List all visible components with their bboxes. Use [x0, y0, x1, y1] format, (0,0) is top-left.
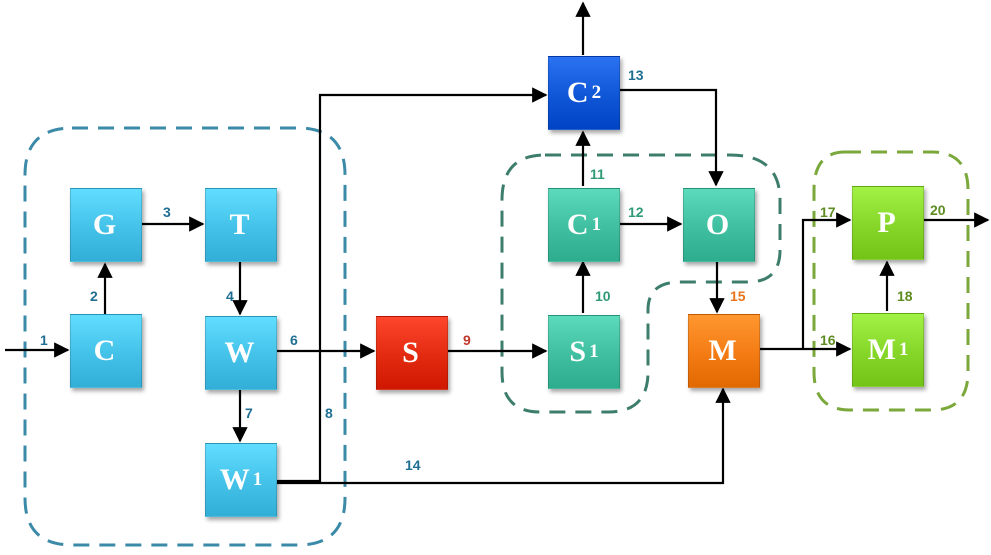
block-m: M	[688, 314, 760, 388]
block-g: G	[70, 188, 142, 262]
stream-label-8: 8	[325, 405, 333, 421]
stream-13-arrow	[620, 88, 724, 187]
block-g-label: G	[92, 208, 117, 241]
block-p-label: P	[877, 206, 896, 239]
block-m-label: M	[708, 334, 737, 367]
block-s-label: S	[402, 336, 419, 369]
stream-label-12: 12	[628, 204, 644, 220]
block-w1-sub: 1	[252, 469, 263, 490]
block-w1-label: W	[219, 463, 250, 496]
block-o-label: O	[705, 208, 730, 241]
stream-label-11: 11	[590, 166, 605, 182]
block-c1-sub: 1	[591, 214, 602, 235]
block-c: C	[70, 314, 142, 388]
stream-label-15: 15	[730, 288, 746, 304]
stream-label-6: 6	[290, 332, 298, 348]
stream-label-4: 4	[226, 288, 234, 304]
stream-label-13: 13	[628, 67, 644, 83]
boundary-teal	[500, 153, 782, 414]
block-c2-label: C	[566, 76, 589, 109]
block-c-label: C	[93, 334, 116, 367]
block-s: S	[376, 316, 448, 390]
block-c1-label: C	[566, 208, 589, 241]
block-s1-label: S	[569, 335, 587, 368]
stream-label-14: 14	[405, 457, 421, 473]
stream-label-2: 2	[90, 288, 98, 304]
stream-label-10: 10	[595, 288, 611, 304]
stream-label-17: 17	[820, 204, 836, 220]
stream-label-18: 18	[897, 288, 913, 304]
stream-label-1: 1	[40, 332, 48, 348]
stream-label-16: 16	[820, 332, 836, 348]
boundary-blue	[23, 126, 347, 547]
stream-label-20: 20	[930, 202, 946, 218]
stream-label-7: 7	[245, 405, 253, 421]
block-s1-sub: 1	[589, 341, 599, 362]
block-w-label: W	[224, 336, 255, 369]
stream-8-arrow	[276, 87, 548, 483]
stream-label-9: 9	[463, 332, 471, 348]
block-o: O	[683, 188, 755, 262]
block-m1-label: M	[867, 333, 896, 366]
block-t: T	[205, 188, 277, 262]
stream-17-arrow	[801, 212, 852, 349]
block-c2-sub: 2	[591, 82, 602, 103]
block-m1-sub: 1	[898, 339, 909, 360]
block-w: W	[205, 316, 277, 390]
block-p: P	[852, 186, 924, 260]
stream-14-arrow	[276, 387, 731, 485]
block-t-label: T	[229, 208, 250, 241]
stream-label-3: 3	[163, 204, 171, 220]
